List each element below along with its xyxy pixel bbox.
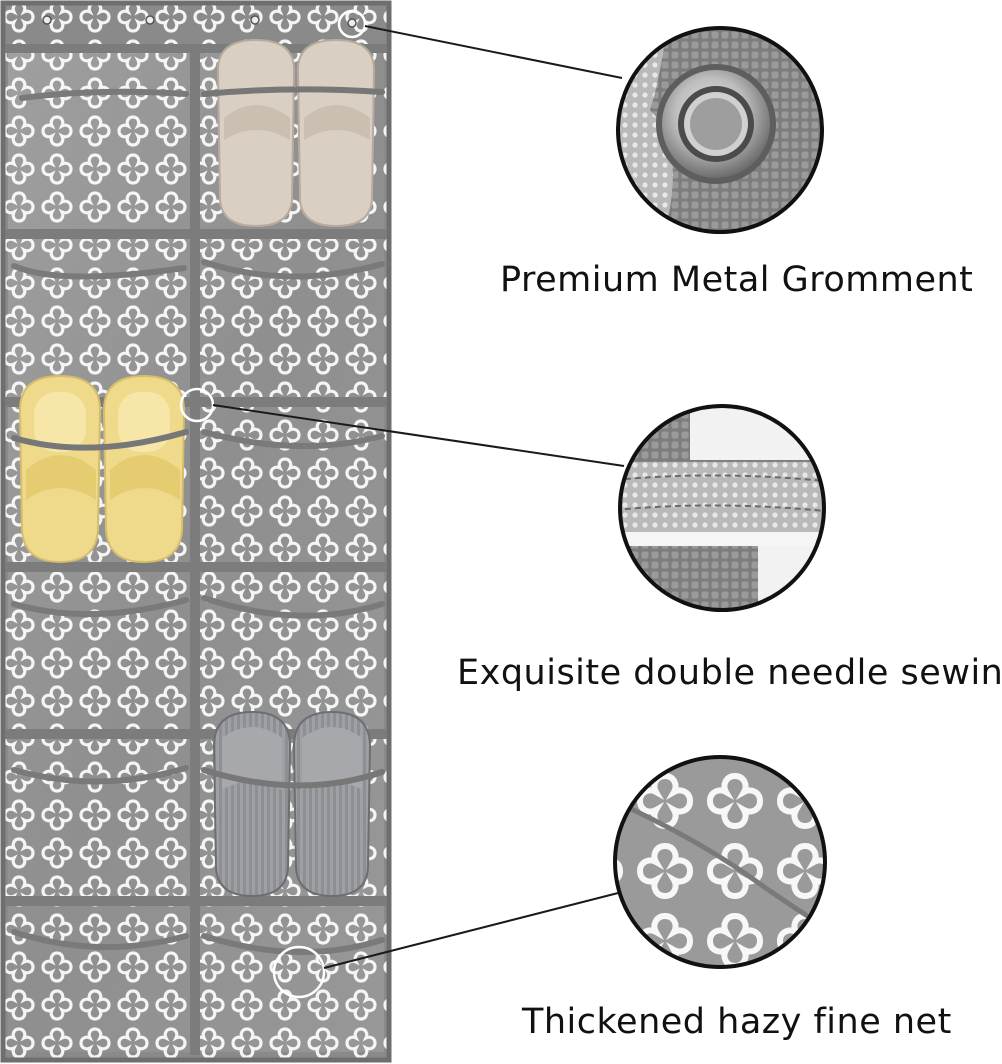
grommet-marker [337,9,367,39]
shoe-organizer [0,0,392,1063]
pocket-elastic-front [11,86,385,789]
shoe-pair-icon [212,710,372,898]
sewing-zoom-icon [618,404,826,612]
net-marker [272,945,326,999]
center-seam [190,45,200,1055]
grommet-zoom-icon [616,26,824,234]
callout-lines [212,25,625,969]
net-caption: Thickened hazy fine net [522,1002,952,1042]
pocket-bands [5,44,387,906]
grommet-caption: Premium Metal Gromment [500,260,974,300]
shoe-pair-icon [18,374,186,564]
sewing-caption: Exquisite double needle sewing [457,653,1002,693]
net-zoom-icon [613,755,827,969]
top-grommets [42,15,357,28]
